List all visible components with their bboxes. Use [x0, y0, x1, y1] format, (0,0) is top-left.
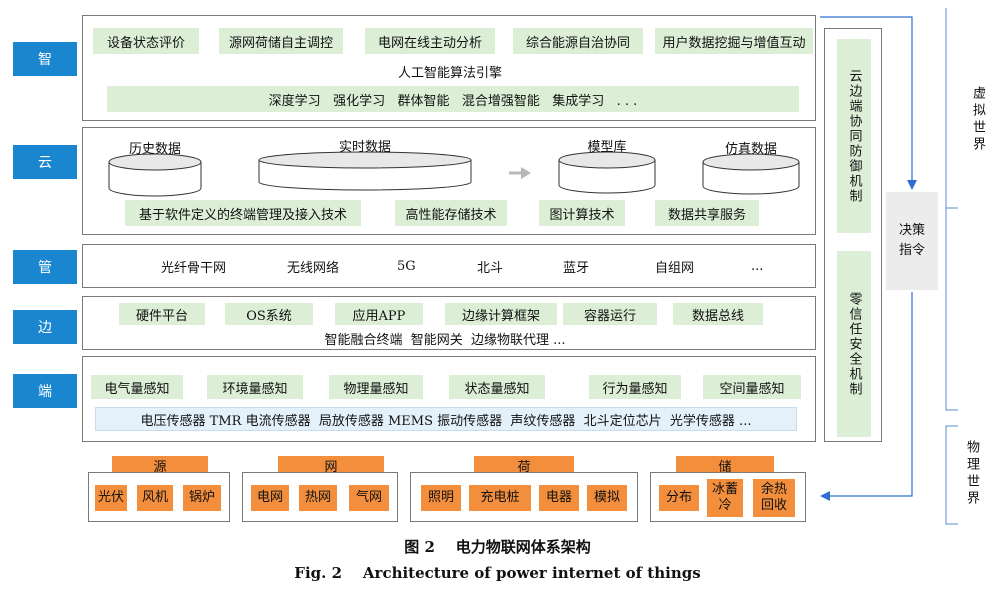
group-storage-item-1: 冰蓄冷 — [707, 479, 743, 517]
layer-yun-frame: 历史数据 实时数据 模型库 仿真数据 基于软件定义的终端管理及接入技术 高性能存… — [82, 127, 816, 235]
duan-box-2: 物理量感知 — [329, 375, 423, 399]
group-head-grid: 网 — [278, 456, 384, 475]
layer-label-bian: 边 — [13, 310, 77, 344]
zhi-box-4: 用户数据挖掘与增值互动 — [655, 28, 813, 54]
duan-box-5: 空间量感知 — [703, 375, 801, 399]
network-2: 5G — [397, 258, 416, 274]
group-source-frame: 光伏 风机 锅炉 — [88, 472, 230, 522]
group-source-item-1: 风机 — [137, 485, 173, 511]
bian-box-2: 应用APP — [335, 303, 423, 325]
defense-mechanism-text: 云边端协同防御机制 — [846, 68, 862, 204]
group-load-item-0: 照明 — [421, 485, 461, 511]
physical-world-label: 物理世界 — [964, 440, 979, 508]
group-grid-item-0: 电网 — [251, 485, 289, 511]
network-0: 光纤骨干网 — [161, 260, 227, 276]
group-head-load: 荷 — [474, 456, 574, 475]
group-storage-frame: 分布 冰蓄冷 余热回收 — [650, 472, 806, 522]
layer-label-yun: 云 — [13, 145, 77, 179]
group-load-item-1: 充电桩 — [469, 485, 531, 511]
network-4: 蓝牙 — [563, 260, 590, 276]
zhi-box-1: 源网荷储自主调控 — [219, 28, 343, 54]
cylinder-realtime-data — [258, 151, 472, 191]
group-source-item-0: 光伏 — [95, 485, 127, 511]
group-grid-item-2: 气网 — [349, 485, 389, 511]
group-head-source: 源 — [112, 456, 208, 475]
bian-box-1: OS系统 — [225, 303, 313, 325]
cylinder-simulation-data — [702, 153, 800, 195]
zhi-algorithms-bar: 深度学习 强化学习 群体智能 混合增强智能 集成学习 . . . — [107, 86, 799, 112]
bian-terminals: 智能融合终端 智能网关 边缘物联代理 ... — [324, 332, 566, 348]
group-load-frame: 照明 充电桩 电器 模拟 — [410, 472, 638, 522]
zhi-engine-title: 人工智能算法引擎 — [397, 65, 502, 81]
bian-box-4: 容器运行 — [563, 303, 657, 325]
db-label-2: 模型库 — [587, 140, 627, 155]
decision-box: 决策指令 — [886, 192, 938, 290]
layer-duan-frame: 电气量感知 环境量感知 物理量感知 状态量感知 行为量感知 空间量感知 电压传感… — [82, 356, 816, 442]
group-source-item-2: 锅炉 — [183, 485, 221, 511]
db-label-0: 历史数据 — [128, 142, 181, 157]
duan-box-3: 状态量感知 — [449, 375, 545, 399]
db-label-1: 实时数据 — [338, 140, 391, 155]
group-load-item-3: 模拟 — [587, 485, 627, 511]
network-5: 自组网 — [655, 260, 695, 276]
duan-box-4: 行为量感知 — [589, 375, 681, 399]
zero-trust-text: 零信任安全机制 — [846, 291, 862, 397]
defense-mechanism-box: 云边端协同防御机制 — [837, 39, 871, 233]
layer-zhi-frame: 设备状态评价 源网荷储自主调控 电网在线主动分析 综合能源自治协同 用户数据挖掘… — [82, 15, 816, 121]
yun-tech-1: 高性能存储技术 — [395, 200, 507, 226]
duan-box-1: 环境量感知 — [207, 375, 303, 399]
group-head-storage: 储 — [676, 456, 774, 475]
layer-label-zhi: 智 — [13, 42, 77, 76]
group-storage-item-0: 分布 — [659, 485, 699, 511]
caption-en: Fig. 2 Architecture of power internet of… — [294, 564, 701, 582]
zhi-box-2: 电网在线主动分析 — [365, 28, 495, 54]
cylinder-historical-data — [108, 153, 202, 197]
yun-tech-2: 图计算技术 — [539, 200, 625, 226]
layer-label-duan: 端 — [13, 374, 77, 408]
layer-label-guan: 管 — [13, 250, 77, 284]
cylinder-model-library — [558, 151, 656, 194]
db-label-3: 仿真数据 — [724, 142, 777, 157]
bian-box-5: 数据总线 — [673, 303, 763, 325]
duan-sensors-bar: 电压传感器 TMR 电流传感器 局放传感器 MEMS 振动传感器 声纹传感器 北… — [95, 407, 797, 431]
yun-tech-0: 基于软件定义的终端管理及接入技术 — [125, 200, 361, 226]
virtual-world-label: 虚拟世界 — [970, 86, 985, 154]
zero-trust-box: 零信任安全机制 — [837, 251, 871, 437]
layer-bian-frame: 硬件平台 OS系统 应用APP 边缘计算框架 容器运行 数据总线 智能融合终端 … — [82, 296, 816, 350]
decision-text: 决策指令 — [898, 223, 925, 258]
yun-tech-3: 数据共享服务 — [655, 200, 759, 226]
layer-guan-frame: 光纤骨干网 无线网络 5G 北斗 蓝牙 自组网 ... — [82, 244, 816, 288]
network-6: ... — [751, 258, 764, 274]
zhi-box-0: 设备状态评价 — [93, 28, 199, 54]
bian-box-3: 边缘计算框架 — [445, 303, 557, 325]
yun-cylinders — [108, 151, 800, 197]
group-grid-frame: 电网 热网 气网 — [242, 472, 398, 522]
network-1: 无线网络 — [287, 260, 340, 276]
bian-box-0: 硬件平台 — [119, 303, 205, 325]
duan-box-0: 电气量感知 — [91, 375, 183, 399]
zhi-box-3: 综合能源自治协同 — [513, 28, 643, 54]
arrow-right-icon — [509, 167, 531, 179]
group-load-item-2: 电器 — [539, 485, 579, 511]
security-column-frame: 云边端协同防御机制 零信任安全机制 — [824, 28, 882, 442]
group-storage-item-2: 余热回收 — [753, 479, 795, 517]
network-3: 北斗 — [477, 260, 504, 276]
caption-cn: 图 2 电力物联网体系架构 — [404, 538, 591, 556]
group-grid-item-1: 热网 — [299, 485, 337, 511]
